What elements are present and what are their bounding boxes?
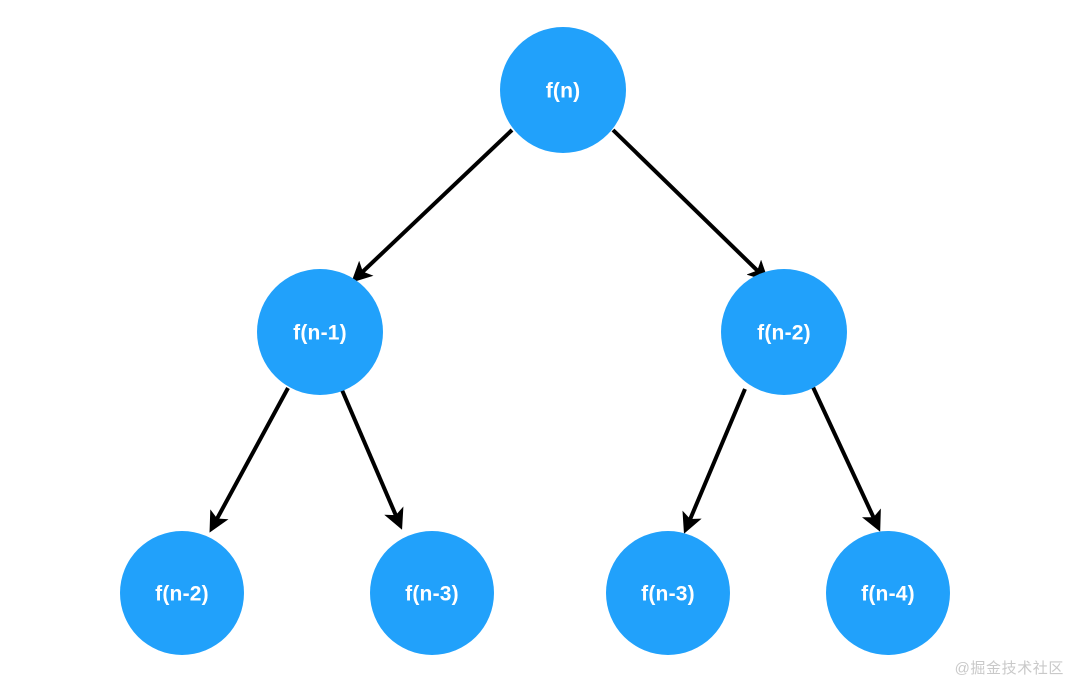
edge-fn2-to-fn4-right — [810, 384, 881, 532]
edge-root-to-fn1 — [351, 128, 514, 283]
node-label-leaf-fn-minus-3-left: f(n-3) — [405, 583, 459, 606]
node-label-root: f(n) — [546, 80, 581, 103]
nodes-layer: f(n) f(n-1) f(n-2) f(n-2) f(n-3) f(n-3) — [120, 27, 950, 655]
edge-fn1-to-fn3-left — [340, 389, 404, 530]
watermark: @掘金技术社区 — [954, 660, 1064, 677]
node-fn-minus-2[interactable]: f(n-2) — [721, 269, 847, 395]
edges-layer — [209, 128, 881, 534]
node-circle-leaf-fn-minus-2[interactable] — [120, 531, 244, 655]
edge-fn1-to-fn2-left — [209, 387, 290, 533]
node-leaf-fn-minus-3-right[interactable]: f(n-3) — [606, 531, 730, 655]
node-circle-fn-minus-1[interactable] — [257, 269, 383, 395]
node-root[interactable]: f(n) — [500, 27, 626, 153]
node-circle-leaf-fn-minus-3-right[interactable] — [606, 531, 730, 655]
edge-root-to-fn2 — [611, 128, 769, 282]
node-leaf-fn-minus-2[interactable]: f(n-2) — [120, 531, 244, 655]
node-circle-root[interactable] — [500, 27, 626, 153]
node-fn-minus-1[interactable]: f(n-1) — [257, 269, 383, 395]
edge-fn2-to-fn3-right — [682, 388, 747, 534]
node-label-fn-minus-2: f(n-2) — [757, 322, 811, 345]
node-leaf-fn-minus-3-left[interactable]: f(n-3) — [370, 531, 494, 655]
node-label-leaf-fn-minus-3-right: f(n-3) — [641, 583, 695, 606]
node-circle-fn-minus-2[interactable] — [721, 269, 847, 395]
node-circle-leaf-fn-minus-3-left[interactable] — [370, 531, 494, 655]
node-circle-leaf-fn-minus-4[interactable] — [826, 531, 950, 655]
node-label-leaf-fn-minus-2: f(n-2) — [155, 583, 209, 606]
node-label-leaf-fn-minus-4: f(n-4) — [861, 583, 915, 606]
node-label-fn-minus-1: f(n-1) — [293, 322, 347, 345]
node-leaf-fn-minus-4[interactable]: f(n-4) — [826, 531, 950, 655]
